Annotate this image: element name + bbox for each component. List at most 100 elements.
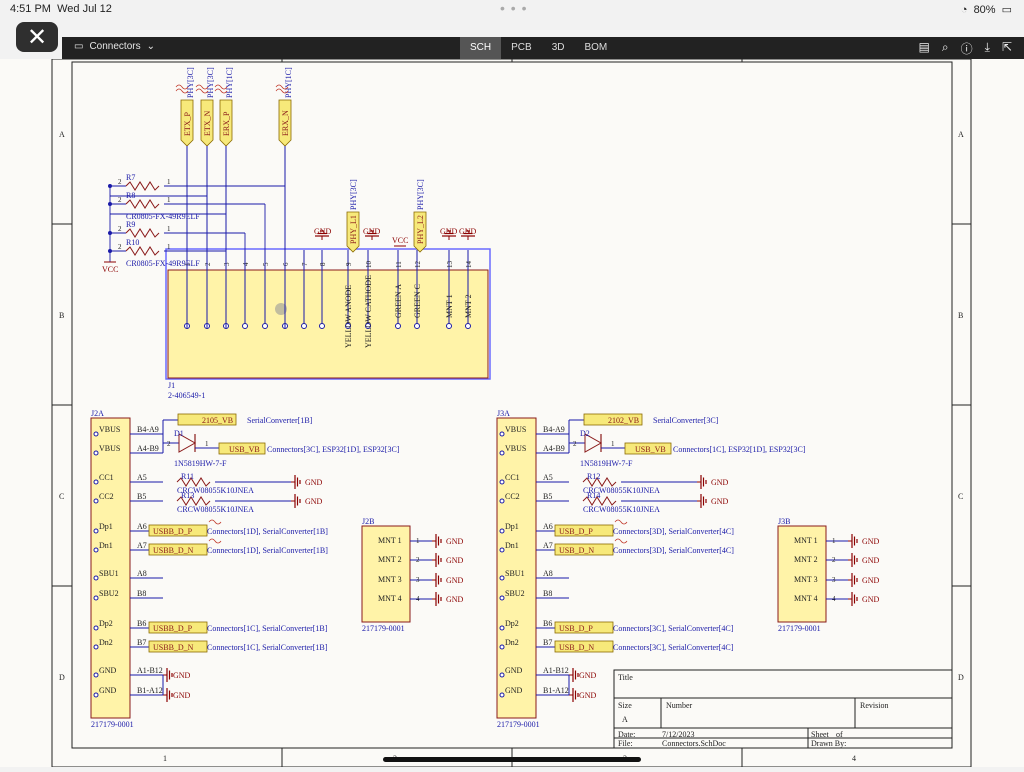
- usb-pin-number: A1-B12: [543, 666, 569, 675]
- j1-pin-number: 7: [301, 262, 309, 266]
- status-bar: 4:51 PM Wed Jul 12 • • • ◔ 80% ▭: [0, 0, 1024, 18]
- home-indicator[interactable]: [383, 757, 641, 762]
- schematic-canvas[interactable]: 1 2 3 4 1 2 3 4 A B C D A B C D 12345678…: [0, 44, 1024, 768]
- size-label: Size: [618, 701, 632, 710]
- row-label: B: [59, 311, 64, 320]
- connector-ref: J2A: [91, 409, 104, 418]
- j1-pin-number: 3: [223, 262, 231, 266]
- tab-pcb[interactable]: PCB: [511, 42, 532, 53]
- port-phy-l2[interactable]: PHY_L2 PHY[3C]: [413, 179, 427, 253]
- resistor-ref: R10: [126, 238, 139, 247]
- j1-pin-number: 14: [465, 261, 473, 269]
- port-erx-p[interactable]: ERX_P PHY[1C]: [219, 67, 234, 328]
- row-label: D: [958, 673, 964, 682]
- usb-pin-name: CC2: [99, 492, 114, 501]
- j1-pin-label: YELLOW ANODE: [344, 285, 353, 348]
- info-icon[interactable]: ⓘ: [960, 42, 973, 56]
- mount-pin-number: 3: [416, 576, 420, 584]
- usb-pin-name: Dp2: [99, 619, 113, 628]
- mount-pin-number: 2: [832, 556, 836, 564]
- j1-pin-number: 1: [184, 262, 192, 266]
- port-etx-p[interactable]: ETX_P PHY[3C]: [180, 67, 195, 328]
- usb-pin-name: CC1: [505, 473, 520, 482]
- mount-part: 217179-0001: [362, 624, 405, 633]
- download-icon[interactable]: ⤓: [984, 40, 990, 54]
- svg-text:PHY[3C]: PHY[3C]: [416, 179, 425, 210]
- j1-pin-number: 13: [446, 261, 454, 269]
- data-port-ref: Connectors[1D], SerialConverter[1B]: [207, 546, 328, 555]
- row-label: C: [59, 492, 64, 501]
- mount-ref: J3B: [778, 517, 790, 526]
- schematic-sheet[interactable]: 1 2 3 4 1 2 3 4 A B C D A B C D 12345678…: [0, 44, 1024, 768]
- j1-pin-number: 6: [282, 262, 290, 266]
- data-port-ref: Connectors[3C], SerialConverter[4C]: [613, 643, 734, 652]
- tab-sch[interactable]: SCH: [460, 37, 502, 59]
- j1-pin-number: 4: [242, 262, 250, 266]
- usb-pin-number: A8: [543, 569, 553, 578]
- cc-resistor-part: CRCW08055K10JNEA: [177, 486, 254, 495]
- usb-pin-number: A1-B12: [137, 666, 163, 675]
- data-port: USBB_D_N: [153, 546, 194, 555]
- svg-text:PHY_L2: PHY_L2: [416, 215, 425, 244]
- connector-part: 217179-0001: [91, 720, 134, 729]
- mount-pin-name: MNT 2: [794, 555, 818, 564]
- svg-text:ERX_P: ERX_P: [222, 111, 231, 136]
- usb-pin-name: Dn1: [505, 541, 519, 550]
- j1-pin-label: GREEN A: [394, 284, 403, 318]
- multitask-dots[interactable]: • • •: [500, 0, 528, 16]
- data-port: USBB_D_P: [153, 527, 193, 536]
- share-icon[interactable]: ⇱: [1001, 40, 1012, 54]
- title-block: Title Size A Number Revision Date: 7/12/…: [613, 669, 953, 749]
- row-label: C: [958, 492, 963, 501]
- data-port-ref: Connectors[1C], SerialConverter[1B]: [207, 624, 328, 633]
- tab-3d[interactable]: 3D: [551, 42, 565, 53]
- gnd-label: GND: [446, 537, 464, 546]
- row-label: A: [958, 130, 964, 139]
- close-button[interactable]: ✕: [16, 22, 58, 52]
- search-icon[interactable]: ⌕: [941, 40, 949, 54]
- vb-port-ref: SerialConverter[1B]: [247, 416, 313, 425]
- j1-pin: 13: [446, 250, 454, 329]
- usb-pin-number: A6: [137, 522, 147, 531]
- port-erx-n[interactable]: ERX_N PHY[1C]: [278, 67, 293, 328]
- resistor-part: CR0805-FX-49R9ELF: [126, 259, 200, 268]
- resistor-pin: 1: [167, 243, 171, 251]
- usb-pin-name: GND: [99, 666, 117, 675]
- usb-pin-name: SBU1: [505, 569, 525, 578]
- comment-icon[interactable]: ▤: [918, 40, 930, 54]
- vcc-label: VCC: [102, 265, 118, 274]
- port-etx-n[interactable]: ETX_N PHY[3C]: [200, 67, 215, 328]
- port-phy-l1[interactable]: PHY_L1 PHY[3C]: [346, 179, 360, 253]
- connector-ref: J3A: [497, 409, 510, 418]
- tab-bom[interactable]: BOM: [584, 42, 608, 53]
- data-port: USB_D_N: [559, 643, 594, 652]
- usb-pin-number: A6: [543, 522, 553, 531]
- file-value: Connectors.SchDoc: [662, 739, 726, 748]
- data-port: USBB_D_P: [153, 624, 193, 633]
- usb-pin-name: VBUS: [505, 425, 526, 434]
- usb-pin-number: B5: [543, 492, 552, 501]
- usb-vb-port: USB_VB: [229, 445, 260, 454]
- svg-text:ETX_N: ETX_N: [203, 110, 212, 136]
- gnd-label: GND: [305, 478, 323, 487]
- document-icon: ▭: [74, 41, 84, 52]
- j1-pin-number: 5: [262, 262, 270, 266]
- diode-ref: D2: [580, 429, 590, 438]
- gnd-label: GND: [459, 227, 477, 236]
- document-selector[interactable]: ▭ Connectors ⌄: [74, 41, 155, 52]
- j1-pin: 12: [414, 250, 422, 329]
